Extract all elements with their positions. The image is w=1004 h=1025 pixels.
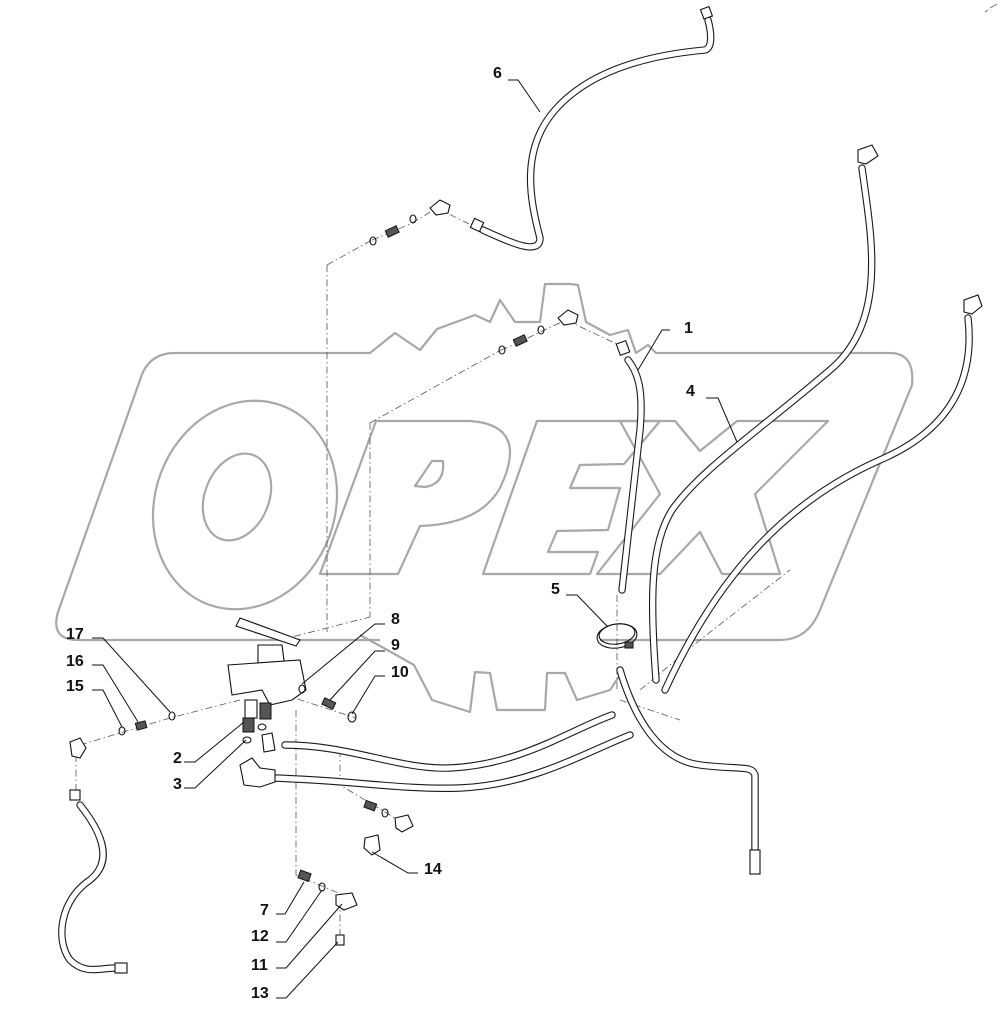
o-ring-17 — [168, 711, 176, 721]
fittings-15-16-17 — [69, 711, 176, 759]
callout-11: 11 — [251, 957, 268, 974]
o-ring-10 — [347, 711, 357, 723]
fittings-7-11-12-13 — [297, 869, 358, 946]
callout-17: 17 — [66, 626, 84, 643]
valve-block — [227, 617, 307, 744]
elbow-fitting-14 — [363, 834, 381, 856]
hose-6-end-fitting — [469, 217, 485, 233]
callout-9: 9 — [391, 637, 400, 654]
fittings-14 — [363, 799, 414, 856]
hose-6 — [469, 5, 715, 251]
hose-lower-right — [616, 666, 761, 875]
o-ring-8 — [298, 684, 306, 694]
callout-4: 4 — [686, 383, 695, 400]
callout-12: 12 — [251, 928, 269, 945]
hose-left — [58, 789, 128, 974]
corner-mark — [984, 3, 998, 13]
hose-1 — [615, 339, 645, 594]
adapter-fitting-16 — [134, 720, 148, 731]
callout-13: 13 — [251, 985, 269, 1002]
center-lines — [75, 207, 791, 935]
o-ring-15 — [118, 726, 126, 736]
callout-8: 8 — [391, 611, 400, 628]
adapter-fitting-9 — [321, 697, 337, 710]
callout-14: 14 — [424, 861, 442, 878]
callout-16: 16 — [66, 653, 84, 670]
opex-watermark — [55, 282, 914, 714]
callout-1: 1 — [684, 320, 693, 337]
callout-7: 7 — [260, 902, 269, 919]
callout-5: 5 — [551, 581, 560, 598]
callout-2: 2 — [173, 750, 182, 767]
plug-13 — [335, 934, 345, 946]
leader-lines — [92, 79, 738, 999]
callout-15: 15 — [66, 678, 84, 695]
tee-fitting-11 — [335, 892, 358, 911]
hose-4 — [648, 144, 983, 694]
hose-middle-pair — [239, 711, 634, 792]
hose-clamp-5 — [596, 623, 638, 649]
hose-6-fittings — [369, 199, 451, 246]
callout-6: 6 — [493, 65, 502, 82]
callout-10: 10 — [391, 664, 409, 681]
elbow-left — [69, 737, 87, 759]
fittings-8-9-10 — [298, 684, 357, 723]
callout-3: 3 — [173, 776, 182, 793]
adapter-fitting-7 — [297, 869, 312, 883]
hose-1-fittings — [498, 309, 579, 355]
o-ring-12 — [318, 882, 326, 892]
